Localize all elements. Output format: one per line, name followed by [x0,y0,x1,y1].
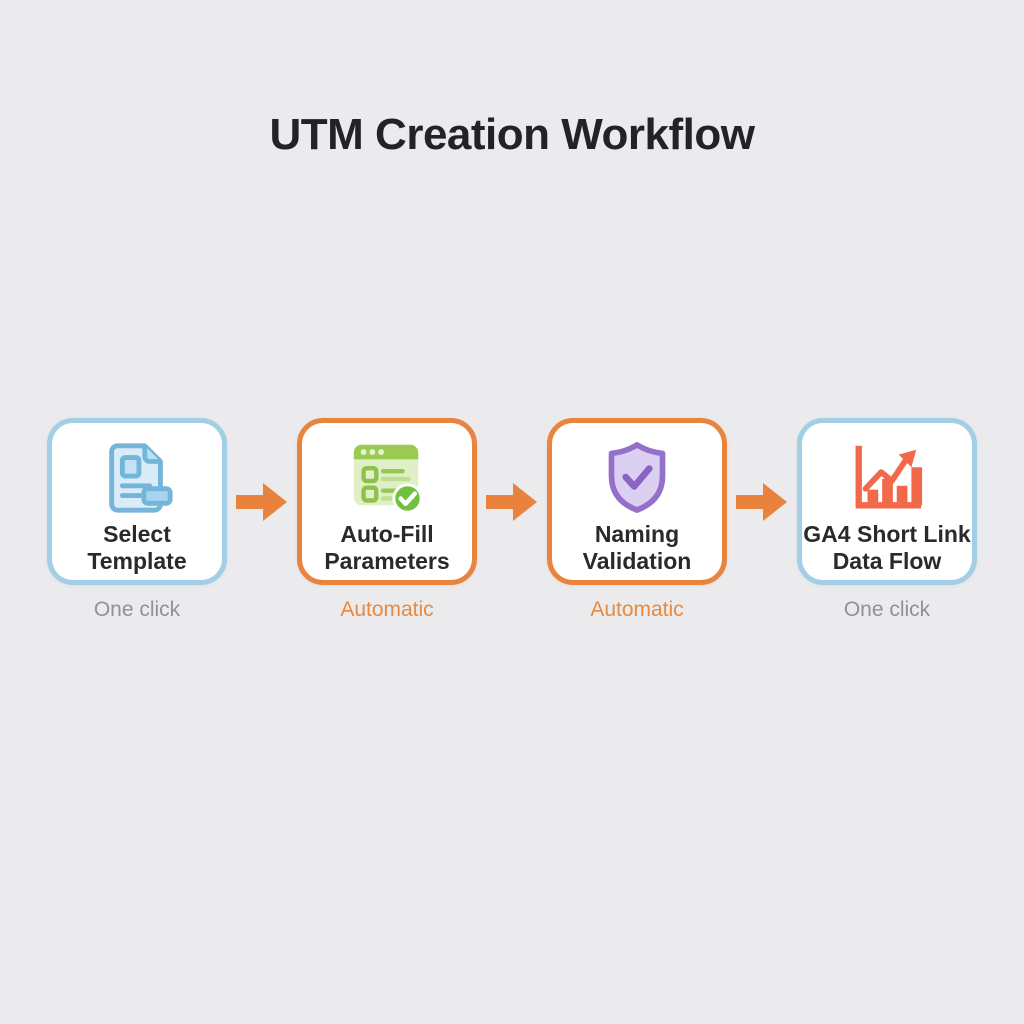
step-box: Naming Validation [547,418,727,585]
step-label: Auto-Fill Parameters [324,521,450,574]
form-checklist-check-icon [346,437,428,517]
step-caption: One click [843,598,931,621]
step-box: Select Template [47,418,227,585]
step-label: Select Template [87,521,187,574]
step-box: GA4 Short Link Data Flow [797,418,977,585]
workflow-step-autofill-parameters: Auto-Fill Parameters Automatic [297,418,477,622]
workflow-step-select-template: Select Template One click [47,418,227,622]
workflow-step-naming-validation: Naming Validation Automatic [547,418,727,622]
workflow-step-ga4-short-link-data-flow: GA4 Short Link Data Flow One click [797,418,977,622]
workflow-row: Select Template One click [0,418,1024,622]
arrow-right-icon [227,418,297,585]
arrow-right-icon [477,418,547,585]
arrow-right-icon [727,418,797,585]
step-caption: Automatic [340,598,434,621]
step-label: GA4 Short Link Data Flow [803,521,971,574]
bar-chart-growth-icon [846,437,928,517]
page-title: UTM Creation Workflow [269,110,755,159]
document-icon [98,437,176,517]
step-box: Auto-Fill Parameters [297,418,477,585]
shield-check-icon [603,437,671,517]
step-caption: One click [93,598,181,621]
step-label: Naming Validation [582,521,692,574]
step-caption: Automatic [590,598,684,621]
